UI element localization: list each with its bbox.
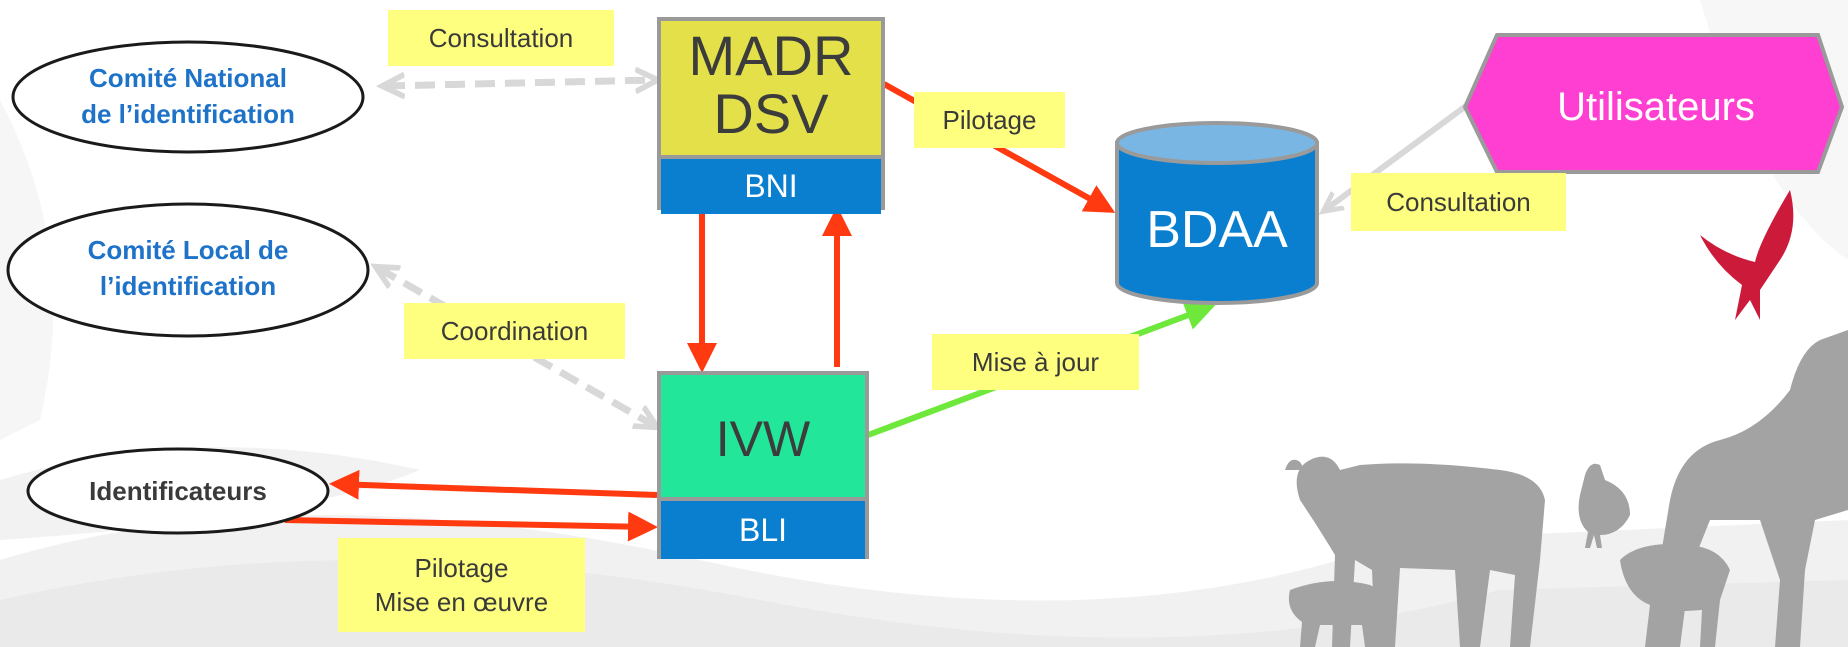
animals-silhouette	[1285, 330, 1848, 647]
ivw-node: IVW BLI	[657, 371, 869, 559]
mise-en-oeuvre-line: Mise en œuvre	[374, 587, 549, 617]
edge-identificateurs-bli	[284, 511, 658, 542]
dsv-label: DSV	[713, 82, 829, 145]
identificateurs-text: Identificateurs	[89, 476, 267, 506]
edge-label-coordination: Coordination	[404, 303, 625, 359]
bdaa-label: BDAA	[1146, 201, 1288, 259]
comite-local-line2: l’identification	[99, 271, 277, 301]
comite-national-text: Comité National de l’identification	[30, 60, 346, 132]
utilisateurs-hexagon	[1462, 33, 1845, 174]
bli-label: BLI	[661, 497, 865, 559]
comite-national-line1: Comité National	[89, 63, 287, 93]
edge-users-bdaa	[1325, 100, 1472, 210]
utilisateurs-label: Utilisateurs	[1557, 85, 1755, 129]
pilotage-line: Pilotage	[414, 553, 509, 583]
edge-label-consultation-national: Consultation	[388, 10, 614, 66]
edge-national-madr	[385, 80, 655, 86]
edge-label-mise-a-jour: Mise à jour	[932, 334, 1139, 390]
oval-comite-national	[11, 40, 365, 154]
madr-dsv-node: MADR DSV BNI	[657, 17, 885, 214]
comite-national-line2: de l’identification	[81, 99, 295, 129]
oval-comite-local	[6, 202, 370, 338]
oval-identificateurs	[26, 447, 330, 535]
edge-label-consultation-users: Consultation	[1351, 173, 1566, 231]
edge-ivw-identificateurs	[329, 469, 658, 500]
bdaa-database-icon	[1115, 121, 1319, 305]
madr-label: MADR	[688, 24, 854, 87]
bni-label: BNI	[661, 155, 881, 214]
comite-local-text: Comité Local de l’identification	[30, 232, 346, 304]
edge-label-pilotage-bdaa: Pilotage	[914, 92, 1065, 148]
bird-logo-icon	[1700, 190, 1794, 320]
ivw-label: IVW	[715, 411, 811, 467]
comite-local-line1: Comité Local de	[87, 235, 289, 265]
edge-label-pilotage-mise-en-oeuvre: Pilotage Mise en œuvre	[338, 538, 585, 632]
